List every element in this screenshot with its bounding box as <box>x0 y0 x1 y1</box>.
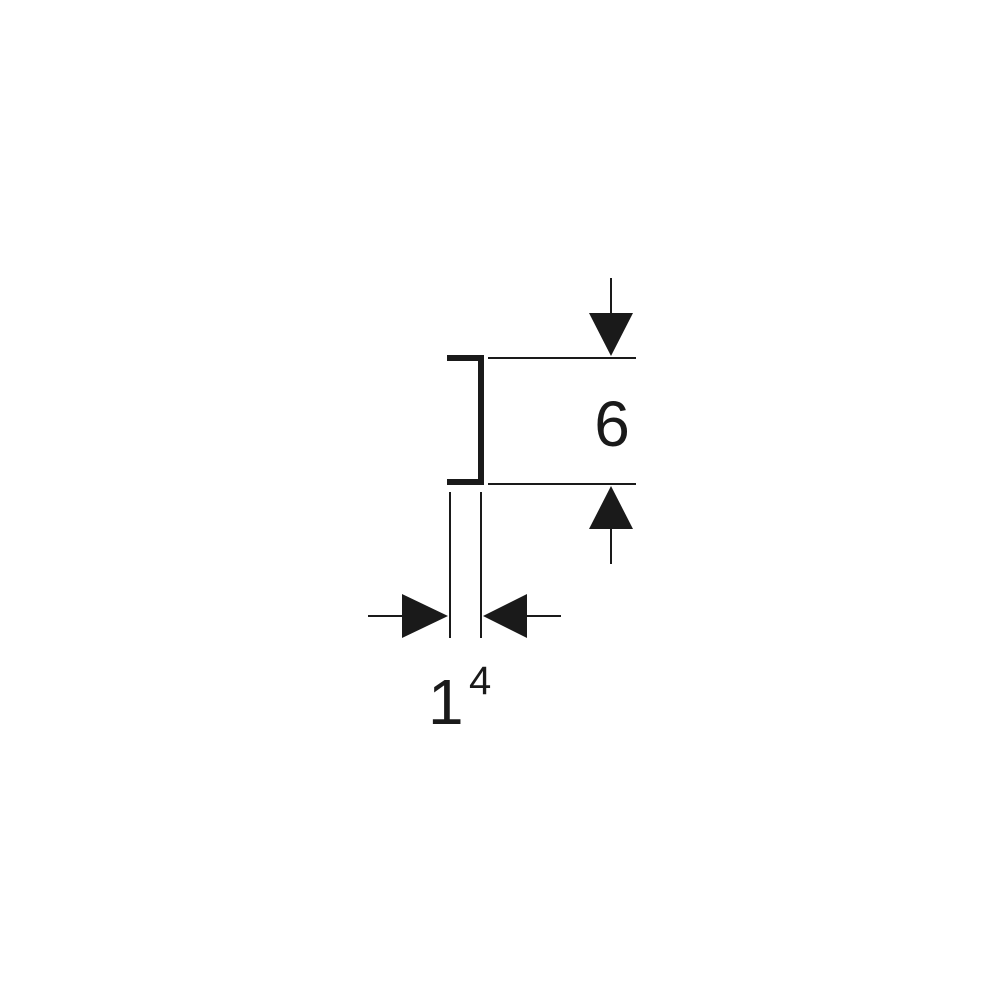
bottom-arrow-head <box>589 486 633 529</box>
left-arrow-head <box>402 594 448 638</box>
thickness-dimension-label: 1 <box>428 666 464 738</box>
profile-outline <box>447 355 484 485</box>
thickness-superscript-value: 4 <box>469 659 491 703</box>
thickness-main-value: 1 <box>428 666 464 738</box>
right-arrow-head <box>483 594 527 638</box>
height-dimension-label: 6 <box>594 388 630 460</box>
top-arrow-head <box>589 313 633 356</box>
